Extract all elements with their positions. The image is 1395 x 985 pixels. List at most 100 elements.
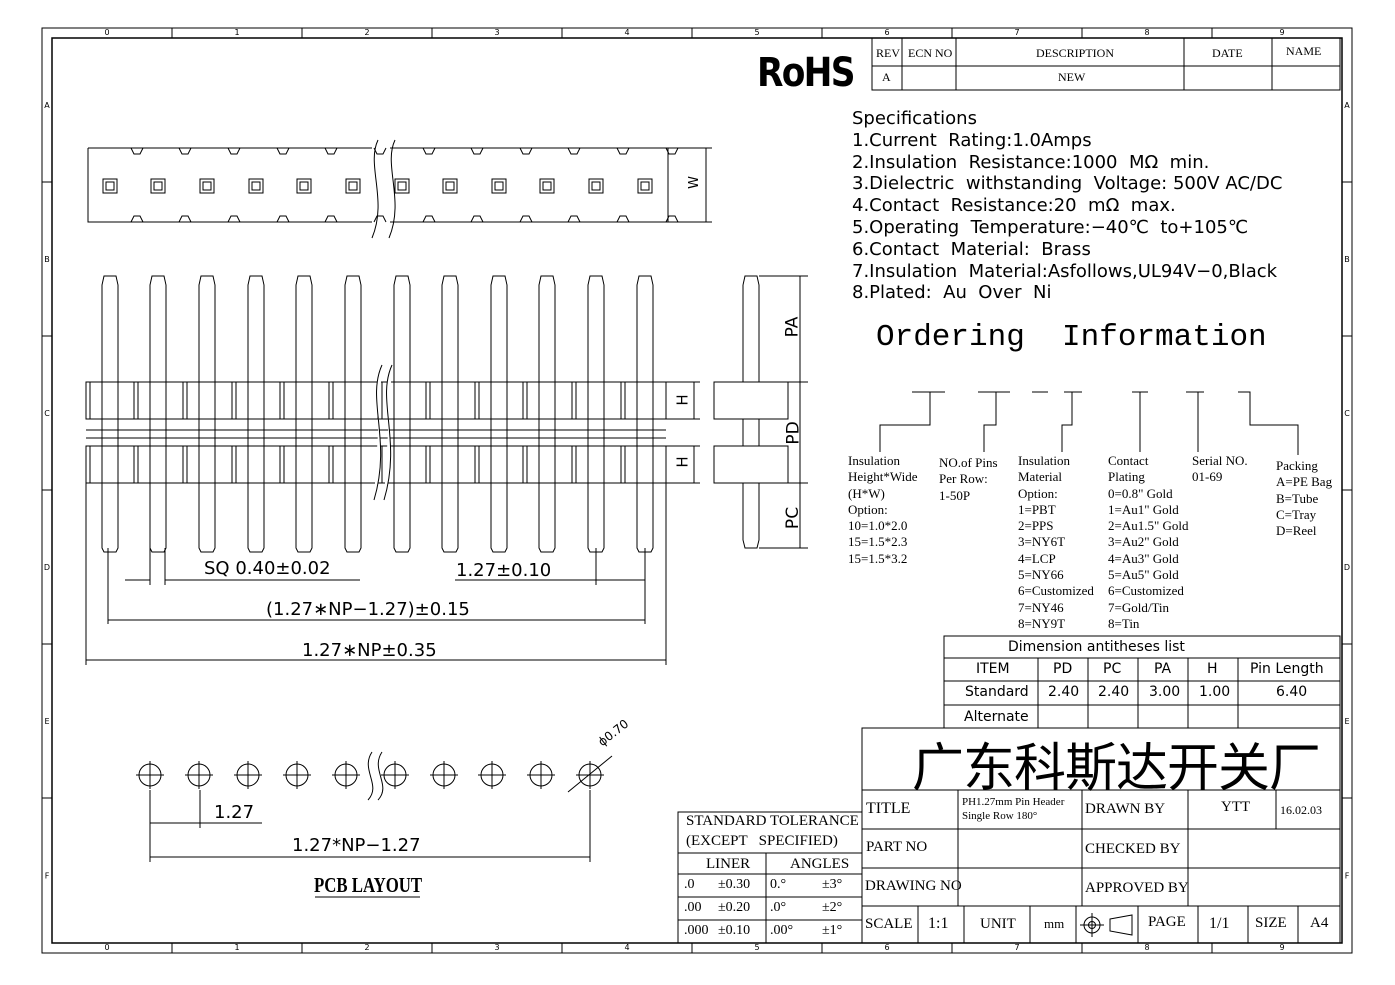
zone-column-number: 0 <box>104 943 109 952</box>
dim-standard-pd: 2.40 <box>1048 684 1080 700</box>
dim-np-minus-label: (1.27∗NP−1.27)±0.15 <box>266 599 470 620</box>
rev-value: A <box>882 70 891 84</box>
housing-notch <box>130 215 144 223</box>
contact-hole-inner <box>397 181 407 191</box>
zone-row-letter: B <box>44 255 50 264</box>
tolerance-cell: .00° <box>770 923 794 938</box>
spec-item: 8.Plated: Au Over Ni <box>852 282 1052 304</box>
ordering-option-line: 4=LCP <box>1018 550 1056 566</box>
tolerance-cell: .0 <box>684 877 695 892</box>
zone-column-number: 0 <box>104 28 109 37</box>
spec-item: 2.Insulation Resistance:1000 MΩ min. <box>852 151 1210 173</box>
housing-notch <box>373 147 387 155</box>
ordering-option-line: 7=NY46 <box>1018 599 1064 615</box>
description-value: NEW <box>1058 70 1086 84</box>
ordering-option-line: 8=Tin <box>1108 615 1140 631</box>
dim-np-total-label: 1.27∗NP±0.35 <box>302 640 437 661</box>
scale-label: SCALE <box>865 916 913 932</box>
scale-value: 1:1 <box>928 915 949 932</box>
ordering-option-line: 1=PBT <box>1018 501 1056 517</box>
zone-row-letter: F <box>45 872 50 881</box>
contact-hole-inner <box>105 181 115 191</box>
pcb-span-label: 1.27*NP−1.27 <box>292 835 421 856</box>
ordering-option-line: Per Row: <box>939 471 988 487</box>
ordering-option-line: (H*W) <box>848 485 885 501</box>
tolerance-cell: 0.° <box>770 877 787 892</box>
ordering-col-serial: Serial NO.01-69 <box>1192 453 1248 486</box>
dimension-lines <box>85 483 667 665</box>
contact-hole <box>588 178 604 194</box>
ordering-option-line: Option: <box>848 501 888 517</box>
company-name: 广东科斯达开关厂 <box>912 739 1321 799</box>
dimension-table-title: Dimension antitheses list <box>1008 639 1185 655</box>
housing-notch <box>616 147 630 155</box>
dim-row-alternate: Alternate <box>964 709 1029 725</box>
contact-hole-inner <box>445 181 455 191</box>
tolerance-cell: ±0.30 <box>718 877 751 892</box>
zone-row-letter: C <box>1344 409 1350 418</box>
description-header: DESCRIPTION <box>1036 46 1115 60</box>
housing-notch <box>470 147 484 155</box>
dim-standard-h: 1.00 <box>1199 684 1231 700</box>
drawing-no-label: DRAWING NO <box>865 878 962 894</box>
page-value: 1/1 <box>1209 915 1230 932</box>
ordering-option-line: 2=Au1.5" Gold <box>1108 518 1189 534</box>
ordering-option-line: 8=NY9T <box>1018 615 1066 631</box>
housing-notch <box>373 215 387 223</box>
contact-hole-inner <box>348 181 358 191</box>
zone-row-letter: F <box>1345 872 1350 881</box>
ordering-option-line: NO.of Pins <box>939 455 998 470</box>
zone-column-number: 3 <box>494 943 499 952</box>
contact-hole-inner <box>202 181 212 191</box>
page-label: PAGE <box>1148 914 1186 930</box>
zone-column-number: 2 <box>364 28 369 37</box>
housing-notch <box>519 147 533 155</box>
tolerance-angles: ANGLES <box>790 856 850 872</box>
dim-pc-label: PC <box>783 506 804 530</box>
spec-item: 3.Dielectric withstanding Voltage: 500V … <box>852 173 1283 195</box>
ordering-option-line: Serial NO. <box>1192 453 1248 468</box>
zone-column-number: 1 <box>234 943 239 952</box>
ordering-option-line: 15=1.5*2.3 <box>848 534 908 550</box>
title-value-1: PH1.27mm Pin Header <box>962 796 1065 808</box>
specifications-title: Specifications <box>852 108 977 129</box>
zone-row-letter: E <box>1344 717 1349 726</box>
header-pin <box>636 275 654 553</box>
housing-notch <box>665 147 679 155</box>
contact-hole <box>248 178 264 194</box>
housing-notch <box>567 147 581 155</box>
ordering-option-line: 1-50P <box>939 487 971 503</box>
tolerance-cell: .0° <box>770 900 787 915</box>
header-pin <box>587 275 605 553</box>
tolerance-cell: .00 <box>684 900 702 915</box>
ordering-option-line: A=PE Bag <box>1276 474 1333 490</box>
ordering-option-line: Plating <box>1108 469 1145 485</box>
tolerance-title-2: (EXCEPT SPECIFIED) <box>686 833 838 849</box>
housing-notch <box>665 215 679 223</box>
header-pin <box>393 275 411 553</box>
ordering-option-line: Insulation <box>848 453 900 468</box>
ordering-option-line: 5=Au5" Gold <box>1108 567 1179 583</box>
checked-by-label: CHECKED BY <box>1085 841 1181 857</box>
title-value-2: Single Row 180° <box>962 810 1038 822</box>
housing-notch <box>616 215 630 223</box>
dim-header-pc: PC <box>1103 661 1122 677</box>
dim-header-item: ITEM <box>976 661 1010 677</box>
housing-notch <box>276 147 290 155</box>
header-pin <box>101 275 119 553</box>
tolerance-title-1: STANDARD TOLERANCE <box>686 813 859 829</box>
tolerance-cell: ±2° <box>822 900 843 915</box>
dim-standard-pin-length: 6.40 <box>1276 684 1308 700</box>
unit-value: mm <box>1044 916 1065 931</box>
zone-row-letter: D <box>44 563 50 572</box>
dim-row-standard: Standard <box>965 684 1029 700</box>
spec-item: 6.Contact Material: Brass <box>852 238 1091 260</box>
zone-column-number: 1 <box>234 28 239 37</box>
zone-column-number: 2 <box>364 943 369 952</box>
ordering-leaders <box>879 391 1299 455</box>
